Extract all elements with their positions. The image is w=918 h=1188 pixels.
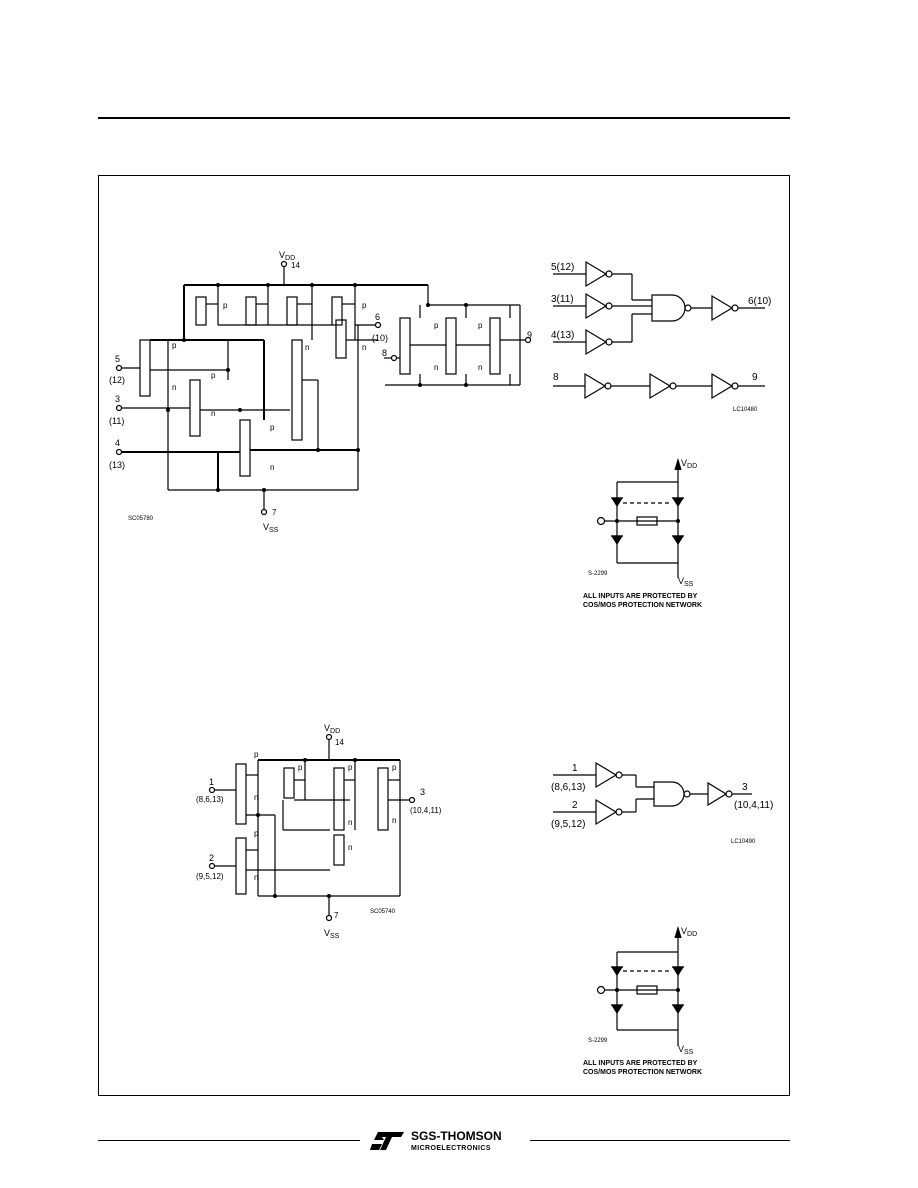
input-1-label: 1	[209, 777, 214, 787]
brand-name: SGS-THOMSON	[411, 1129, 502, 1143]
schematic-1	[115, 260, 532, 516]
input-2-alt: (9,5,12)	[196, 872, 224, 881]
prot1-vss: VSS	[678, 576, 694, 588]
footer-rule-left	[98, 1140, 360, 1141]
logic1-in-b: 3(11)	[551, 294, 574, 305]
n-label: n	[478, 363, 482, 372]
prot2-note2: COS/MOS PROTECTION NETWORK	[583, 1069, 702, 1076]
schematic-1-code: SC05780	[128, 516, 154, 522]
n-label: n	[434, 363, 438, 372]
logic2-in-b: 2	[572, 800, 578, 811]
logic2-code: LC10490	[731, 839, 756, 845]
input-4-alt: (13)	[109, 460, 125, 470]
input-8-label: 8	[382, 348, 387, 358]
schematic-2-code: SC05740	[370, 909, 396, 915]
logic1-in8: 8	[553, 372, 559, 383]
n-label: n	[362, 343, 366, 352]
input-5-alt: (12)	[109, 375, 125, 385]
p-label: p	[434, 321, 439, 330]
logic1-code: LC10480	[733, 407, 758, 413]
p-label: p	[298, 763, 303, 772]
prot2-note1: ALL INPUTS ARE PROTECTED BY	[583, 1060, 698, 1067]
input-4-label: 4	[115, 438, 120, 448]
output-3-label: 3	[420, 787, 425, 797]
p-label: p	[362, 301, 367, 310]
n-label: n	[254, 873, 258, 882]
vss-label-1: VSS	[263, 522, 279, 534]
logic2-in-a: 1	[572, 763, 578, 774]
p-label: p	[392, 763, 397, 772]
logic2-in-b-alt: (9,5,12)	[551, 819, 585, 830]
logic1-out9: 9	[752, 372, 758, 383]
logic1-in-a: 5(12)	[551, 262, 574, 273]
p-label: p	[254, 750, 259, 759]
n-label: n	[211, 409, 215, 418]
n-label: n	[270, 463, 274, 472]
brand-subtitle: MICROELECTRONICS	[411, 1145, 491, 1152]
n-label: n	[348, 818, 352, 827]
prot1-code: S-2299	[588, 571, 608, 577]
vss-pin-2: 7	[334, 911, 339, 920]
input-1-alt: (8,6,13)	[196, 795, 224, 804]
schematic-2	[208, 733, 416, 922]
logic-diagram-2	[553, 761, 752, 826]
vss-pin-1: 7	[272, 508, 277, 517]
vdd-label-1: VDD	[279, 250, 295, 262]
input-2-label: 2	[209, 853, 214, 863]
input-5-label: 5	[115, 354, 120, 364]
footer-rule-right	[530, 1140, 790, 1141]
header-rule	[98, 117, 790, 119]
vss-label-2: VSS	[324, 928, 340, 940]
logic1-in-c: 4(13)	[551, 330, 574, 341]
logic2-out: 3	[742, 782, 748, 793]
logic1-out: 6(10)	[748, 296, 771, 307]
p-label: p	[478, 321, 483, 330]
output-6-alt: (10)	[372, 333, 388, 343]
n-label: n	[254, 793, 258, 802]
n-label: n	[305, 343, 309, 352]
protection-network-2	[596, 925, 685, 1046]
logic-diagram-1	[553, 260, 765, 400]
prot2-code: S-2299	[588, 1038, 608, 1044]
vdd-pin-2: 14	[335, 738, 344, 747]
protection-network-1	[596, 457, 685, 578]
p-label: p	[211, 371, 216, 380]
p-label: p	[270, 423, 275, 432]
n-label: n	[172, 383, 176, 392]
output-9-label: 9	[527, 330, 532, 340]
p-label: p	[254, 829, 259, 838]
prot2-vdd: VDD	[681, 926, 697, 938]
logic2-out-alt: (10,4,11)	[734, 800, 773, 811]
n-label: n	[348, 843, 352, 852]
output-3-alt: (10,4,11)	[410, 806, 442, 815]
prot1-note2: COS/MOS PROTECTION NETWORK	[583, 602, 702, 609]
p-label: p	[223, 301, 228, 310]
figure-frame	[98, 175, 790, 1096]
prot1-vdd: VDD	[681, 458, 697, 470]
logic2-in-a-alt: (8,6,13)	[551, 782, 585, 793]
p-label: p	[348, 763, 353, 772]
n-label: n	[392, 816, 396, 825]
input-3-label: 3	[115, 394, 120, 404]
prot1-note1: ALL INPUTS ARE PROTECTED BY	[583, 593, 698, 600]
output-6-label: 6	[375, 312, 380, 322]
input-3-alt: (11)	[109, 416, 124, 426]
vdd-label-2: VDD	[324, 723, 340, 735]
vdd-pin-1: 14	[291, 261, 300, 270]
st-logo-icon	[370, 1132, 404, 1150]
prot2-vss: VSS	[678, 1044, 694, 1056]
p-label: p	[172, 341, 177, 350]
